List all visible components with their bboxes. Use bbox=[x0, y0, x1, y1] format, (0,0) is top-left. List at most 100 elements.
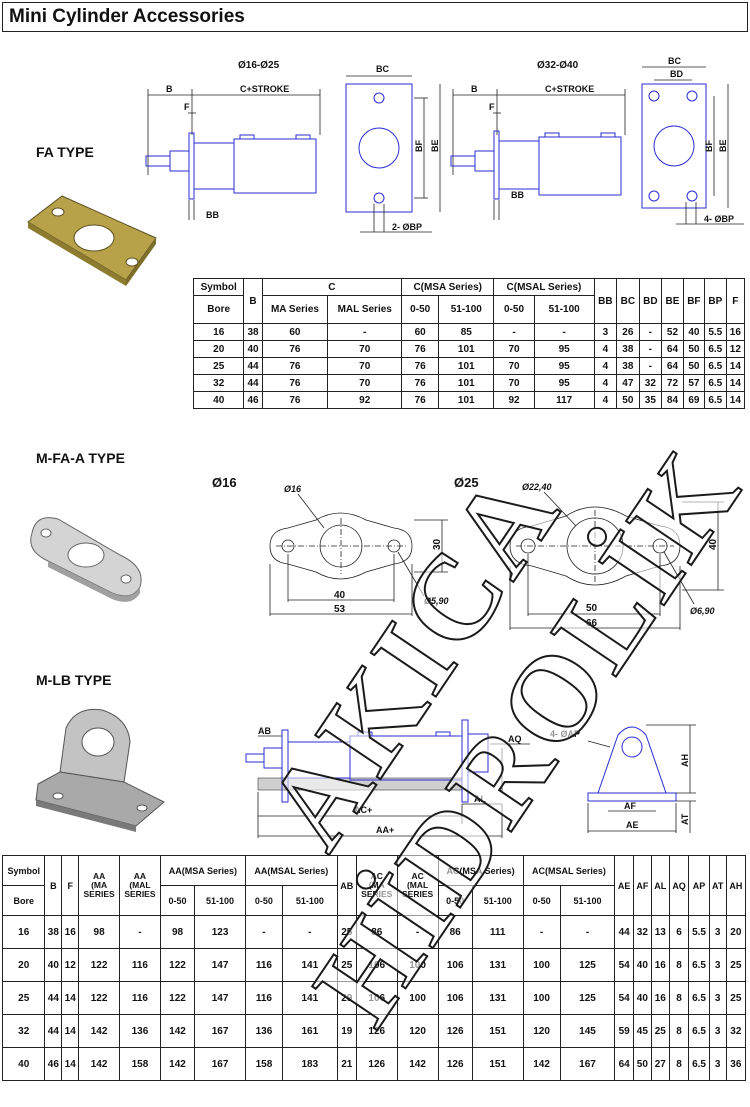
table-cell: 59 bbox=[614, 1014, 634, 1048]
fa-right-dim-f: F bbox=[489, 102, 495, 112]
table-cell: 44 bbox=[243, 357, 263, 375]
table-cell: 25 bbox=[336, 948, 357, 982]
table-cell: 3 bbox=[593, 323, 618, 341]
mfaa-dim-40: 40 bbox=[334, 590, 346, 601]
fa-th-cmsa: C(MSA Series) bbox=[401, 278, 495, 296]
table-cell: 161 bbox=[281, 1014, 338, 1048]
table-cell: 141 bbox=[281, 948, 338, 982]
table-cell: 4 bbox=[593, 340, 618, 358]
fa-th-r4: 51-100 bbox=[533, 295, 595, 324]
table-cell: 100 bbox=[522, 948, 561, 982]
table-cell: 106 bbox=[437, 981, 473, 1015]
table-cell: 98 bbox=[159, 915, 196, 949]
table-cell: 76 bbox=[401, 357, 440, 375]
mfaa-dim-30: 30 bbox=[432, 538, 443, 550]
table-cell: 57 bbox=[682, 374, 705, 392]
table-cell: 38 bbox=[243, 323, 263, 341]
table-cell: 116 bbox=[244, 981, 283, 1015]
fa-right-dim-bc: BC bbox=[668, 56, 681, 66]
fa-th-b: B bbox=[243, 278, 263, 324]
table-cell: 116 bbox=[119, 981, 161, 1015]
fa-flange-front-left: BC BF BE 2- ØBP bbox=[345, 64, 441, 233]
table-cell: 50 bbox=[682, 357, 705, 375]
table-cell: 120 bbox=[522, 1014, 561, 1048]
table-cell: 98 bbox=[78, 915, 121, 949]
table-cell: 70 bbox=[493, 340, 535, 358]
table-cell: - bbox=[638, 357, 663, 375]
mlb-th-symbol: Symbol bbox=[1, 855, 46, 886]
mlb-th-af: AF bbox=[632, 855, 652, 916]
table-cell: 50 bbox=[616, 391, 640, 409]
table-cell: 3 bbox=[708, 948, 727, 982]
fa-th-mal: MAL Series bbox=[327, 295, 403, 324]
table-cell: 35 bbox=[638, 391, 663, 409]
section-mfaa-type: M-FA-A TYPE bbox=[36, 450, 125, 466]
fa-right-dim-bf: BF bbox=[704, 140, 714, 152]
fa-th-bb: BB bbox=[593, 278, 618, 324]
table-cell: 40 bbox=[1, 1047, 46, 1081]
table-cell: 25 bbox=[650, 1014, 670, 1048]
mlb-th-ae: AE bbox=[614, 855, 634, 916]
fa-right-dim-c-stroke: C+STROKE bbox=[545, 84, 594, 94]
table-cell: 122 bbox=[159, 948, 196, 982]
table-cell: 142 bbox=[522, 1047, 561, 1081]
fa-th-bd: BD bbox=[638, 278, 663, 324]
header-line: SERIES bbox=[83, 889, 115, 899]
table-cell: 3 bbox=[708, 1047, 727, 1081]
table-cell: 3 bbox=[708, 915, 727, 949]
section-mlb-type: M-LB TYPE bbox=[36, 672, 112, 688]
table-cell: 76 bbox=[261, 357, 329, 375]
table-cell: 122 bbox=[159, 981, 196, 1015]
table-cell: 14 bbox=[61, 981, 80, 1015]
table-cell: 50 bbox=[632, 1047, 652, 1081]
table-cell: - bbox=[327, 323, 403, 341]
fa-dim-c-stroke: C+STROKE bbox=[240, 84, 289, 94]
fa-left-title: Ø16-Ø25 bbox=[238, 60, 280, 71]
table-cell: 158 bbox=[244, 1047, 283, 1081]
mlb-th-r4: 51-100 bbox=[281, 885, 338, 916]
table-cell: 25 bbox=[192, 357, 245, 375]
mlb-dimension-table: Symbol B F AA (MA SERIES AA (MAL SERIES … bbox=[1, 855, 747, 1081]
table-cell: 25 bbox=[336, 915, 357, 949]
table-cell: 6.5 bbox=[688, 1047, 710, 1081]
table-cell: 70 bbox=[327, 340, 403, 358]
mlb-bracket-front: 4- ØAP AH AT AF AE bbox=[550, 724, 696, 833]
fa-dim-be: BE bbox=[430, 139, 440, 152]
header-line: AC bbox=[411, 871, 424, 881]
table-cell: 32 bbox=[638, 374, 663, 392]
mlb-th-ab: AB bbox=[336, 855, 357, 916]
mfaa-drawing-25: Ø22,40 40 50 66 Ø6,90 bbox=[509, 482, 724, 630]
mlb-th-aq: AQ bbox=[668, 855, 690, 916]
table-cell: 27 bbox=[650, 1047, 670, 1081]
header-line: (MA bbox=[91, 880, 108, 890]
table-cell: 145 bbox=[559, 1014, 616, 1048]
mlb-th-r6: 51-100 bbox=[471, 885, 524, 916]
table-cell: - bbox=[119, 915, 161, 949]
table-cell: 4 bbox=[593, 391, 618, 409]
header-line: SERIES bbox=[361, 889, 393, 899]
fa-dim-bc: BC bbox=[376, 64, 389, 74]
fa-th-r1: 0-50 bbox=[401, 295, 440, 324]
table-cell: 101 bbox=[438, 374, 495, 392]
table-cell: 25 bbox=[1, 981, 46, 1015]
mlb-th-f: F bbox=[61, 855, 80, 916]
mlb-th-at: AT bbox=[708, 855, 727, 916]
table-cell: 117 bbox=[533, 391, 595, 409]
fa-th-be: BE bbox=[661, 278, 684, 324]
mfaa-small25-label: Ø6,90 bbox=[690, 606, 715, 616]
table-cell: 21 bbox=[336, 1047, 357, 1081]
table-cell: 20 bbox=[725, 915, 747, 949]
table-cell: 69 bbox=[682, 391, 705, 409]
table-cell: 158 bbox=[119, 1047, 161, 1081]
table-cell: 95 bbox=[533, 340, 595, 358]
table-cell: 126 bbox=[355, 1014, 398, 1048]
table-cell: 36 bbox=[725, 1047, 747, 1081]
mfaa-hole16-label: Ø16 bbox=[284, 484, 302, 494]
fa-th-cmsal: C(MSAL Series) bbox=[493, 278, 595, 296]
table-cell: 147 bbox=[194, 948, 246, 982]
table-cell: 6.5 bbox=[703, 357, 727, 375]
